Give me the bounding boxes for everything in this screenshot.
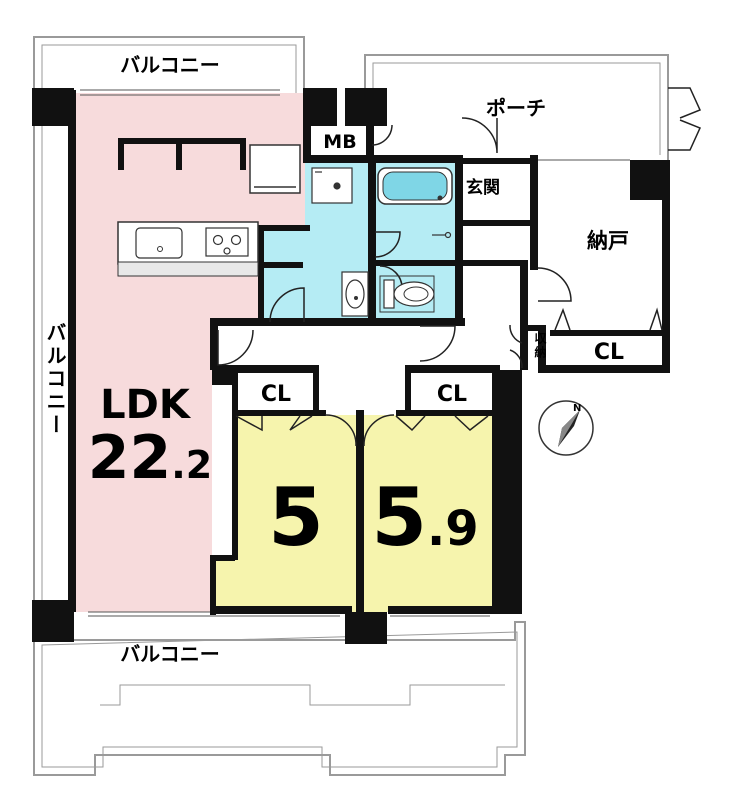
bedroom-5-9-fill — [362, 415, 492, 612]
shower-faucet — [432, 231, 452, 239]
bedroom-5-size-label: 5 — [268, 471, 324, 564]
mb-label: MB — [323, 131, 356, 153]
labels: バルコニー ポーチ MB 玄関 納戸 収納 CL CL CL バルコニー LDK… — [43, 53, 629, 666]
storage-room-label: 納戸 — [587, 229, 629, 253]
column — [32, 600, 74, 642]
ldk-name-label: LDK — [100, 382, 192, 428]
north-arrow-icon: N — [538, 400, 594, 456]
stove-icon — [205, 227, 249, 257]
balcony-bottom-label: バルコニー — [120, 642, 220, 666]
ldk-size-label: 22.2 — [88, 423, 212, 493]
column — [630, 160, 670, 200]
column — [32, 88, 74, 126]
balcony-outlines — [33, 36, 669, 776]
balcony-left-label: バルコニー — [43, 322, 67, 437]
porch-outline — [364, 54, 669, 160]
bedroom-5-fill — [215, 415, 358, 612]
entrance-label: 玄関 — [466, 177, 500, 198]
balcony-top-outline — [33, 36, 305, 93]
bedroom-5-9-size-decimal: .9 — [427, 501, 479, 557]
column — [345, 612, 387, 644]
cl-bedroom-5-label: CL — [261, 382, 291, 407]
cl-bedroom-5-9-label: CL — [437, 382, 467, 407]
column — [492, 370, 522, 614]
bedroom-5-9-size-label: 5.9 — [371, 471, 478, 564]
sink-icon — [135, 227, 183, 259]
toilet-icon — [379, 275, 435, 313]
washbasin-icon — [341, 271, 369, 317]
porch-label: ポーチ — [486, 96, 546, 120]
fixtures — [117, 144, 453, 317]
balcony-top-label: バルコニー — [120, 53, 220, 77]
ldk-size-decimal: .2 — [171, 443, 212, 487]
bedroom-5-9-size-integer: 5 — [371, 471, 427, 564]
storage-small-label: 収納 — [533, 332, 547, 360]
bathtub-icon — [377, 167, 453, 205]
compass-north-label: N — [573, 403, 581, 414]
refrigerator-icon — [249, 144, 301, 194]
ldk-size-integer: 22 — [88, 423, 172, 493]
cl-storage-label: CL — [594, 340, 624, 365]
washing-machine-icon — [311, 167, 353, 204]
walls — [32, 88, 670, 644]
balcony-bottom-outline — [33, 621, 526, 776]
